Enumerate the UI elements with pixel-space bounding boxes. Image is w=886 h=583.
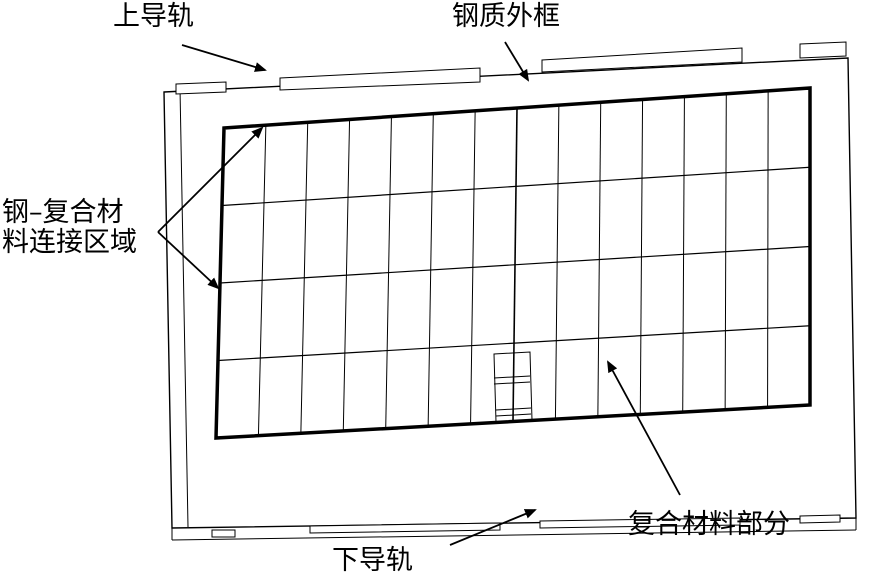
- label-steel-composite-joint: 钢–复合材 料连接区域: [2, 198, 137, 257]
- composite-panel-border: [214, 86, 812, 440]
- bottom-rail: [211, 514, 841, 538]
- steel-outer-frame: [163, 57, 857, 541]
- arrow-joint-upper: [157, 126, 264, 233]
- top-rail: [175, 41, 847, 95]
- label-bottom-rail: 下导轨: [332, 545, 413, 576]
- label-joint-line-2: 料连接区域: [2, 226, 137, 258]
- label-joint-line-1: 钢–复合材: [2, 197, 124, 228]
- composite-panel: [214, 86, 812, 440]
- arrow-top-rail: [181, 44, 267, 72]
- arrow-composite: [607, 360, 681, 496]
- arrow-steel-frame: [504, 41, 530, 82]
- label-top-rail: 上导轨: [113, 1, 194, 32]
- grid-horizontal-line: [221, 166, 811, 207]
- annotation-arrows: [157, 41, 681, 546]
- arrow-joint-lower: [157, 231, 220, 290]
- center-hatch: [493, 351, 533, 423]
- label-steel-frame: 钢质外框: [452, 1, 560, 32]
- label-composite-part: 复合材料部分: [628, 509, 790, 540]
- grid-horizontal-line: [217, 325, 811, 362]
- grid-horizontal-line: [219, 245, 811, 284]
- arrow-bottom-rail: [449, 509, 537, 546]
